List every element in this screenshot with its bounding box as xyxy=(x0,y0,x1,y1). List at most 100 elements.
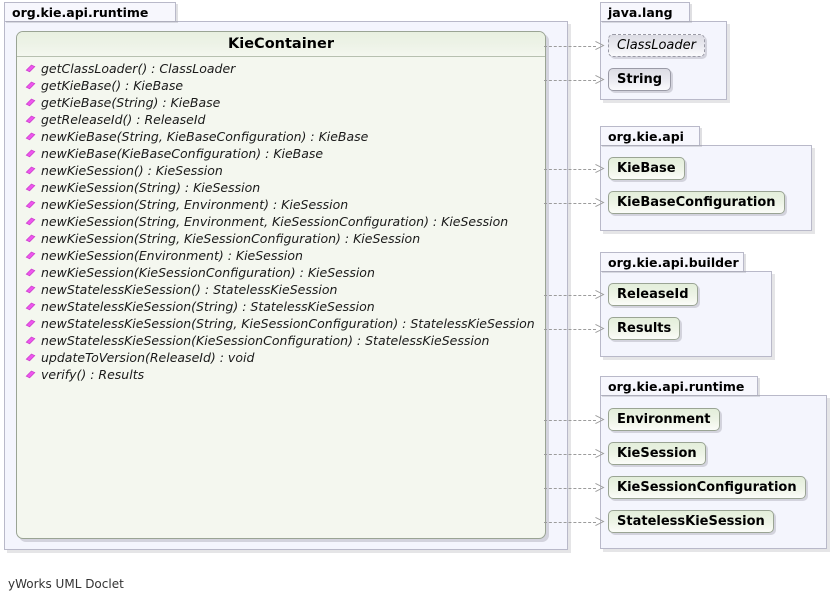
package-tab-org-kie-api-builder[interactable]: org.kie.api.builder xyxy=(600,252,744,271)
method-icon xyxy=(25,115,36,124)
class-member[interactable]: newKieSession() : KieSession xyxy=(17,162,545,179)
method-icon xyxy=(25,81,36,90)
class-member[interactable]: getKieBase() : KieBase xyxy=(17,77,545,94)
class-member[interactable]: newKieSession(String) : KieSession xyxy=(17,179,545,196)
class-member[interactable]: newKieSession(Environment) : KieSession xyxy=(17,247,545,264)
dependency-edge xyxy=(544,454,596,455)
dependency-arrowhead xyxy=(595,41,605,50)
class-member[interactable]: newStatelessKieSession(KieSessionConfigu… xyxy=(17,332,545,349)
member-signature: getClassLoader() : ClassLoader xyxy=(41,61,236,76)
class-member[interactable]: newKieBase(KieBaseConfiguration) : KieBa… xyxy=(17,145,545,162)
member-list: getClassLoader() : ClassLoader getKieBase… xyxy=(17,57,545,383)
class-kiesessionconfiguration[interactable]: KieSessionConfiguration xyxy=(608,476,806,499)
method-icon xyxy=(25,285,36,294)
method-icon xyxy=(25,234,36,243)
member-signature: newKieSession(KieSessionConfiguration) :… xyxy=(41,265,375,280)
dependency-arrowhead xyxy=(595,517,605,526)
method-icon xyxy=(25,319,36,328)
method-icon xyxy=(25,217,36,226)
method-icon xyxy=(25,149,36,158)
member-signature: newKieSession(Environment) : KieSession xyxy=(41,248,303,263)
class-member[interactable]: getClassLoader() : ClassLoader xyxy=(17,60,545,77)
dependency-edge xyxy=(544,80,596,81)
method-icon xyxy=(25,64,36,73)
class-kiecontainer[interactable]: KieContainer getClassLoader() : ClassLoa… xyxy=(16,31,546,539)
class-member[interactable]: verify() : Results xyxy=(17,366,545,383)
class-kiesession[interactable]: KieSession xyxy=(608,442,706,465)
member-signature: newKieSession(String, Environment, KieSe… xyxy=(41,214,509,229)
member-signature: newKieSession() : KieSession xyxy=(41,163,223,178)
class-member[interactable]: newStatelessKieSession() : StatelessKieS… xyxy=(17,281,545,298)
package-org-kie-api-runtime: org.kie.api.runtime Environment KieSessi… xyxy=(600,376,830,549)
member-signature: newStatelessKieSession() : StatelessKieS… xyxy=(41,282,338,297)
dependency-arrowhead xyxy=(595,324,605,333)
package-org-kie-api-builder: org.kie.api.builder ReleaseId Results xyxy=(600,252,775,357)
dependency-edge xyxy=(544,46,596,47)
class-member[interactable]: newKieSession(String, KieSessionConfigur… xyxy=(17,230,545,247)
class-member[interactable]: newKieSession(String, Environment) : Kie… xyxy=(17,196,545,213)
dependency-edge xyxy=(544,420,596,421)
method-icon xyxy=(25,132,36,141)
class-string[interactable]: String xyxy=(608,68,672,91)
member-signature: getKieBase(String) : KieBase xyxy=(41,95,221,110)
method-icon xyxy=(25,166,36,175)
dependency-edge xyxy=(544,522,596,523)
class-member[interactable]: newKieBase(String, KieBaseConfiguration)… xyxy=(17,128,545,145)
method-icon xyxy=(25,200,36,209)
class-statelesskiesession[interactable]: StatelessKieSession xyxy=(608,510,774,533)
package-tab-org-kie-api-runtime[interactable]: org.kie.api.runtime xyxy=(600,376,758,395)
method-icon xyxy=(25,302,36,311)
member-signature: newStatelessKieSession(String) : Statele… xyxy=(41,299,375,314)
member-signature: newKieSession(String, Environment) : Kie… xyxy=(41,197,349,212)
method-icon xyxy=(25,251,36,260)
member-signature: newKieSession(String) : KieSession xyxy=(41,180,261,195)
dependency-edge xyxy=(544,169,596,170)
dependency-arrowhead xyxy=(595,75,605,84)
dependency-arrowhead xyxy=(595,483,605,492)
dependency-arrowhead xyxy=(595,164,605,173)
member-signature: newKieBase(KieBaseConfiguration) : KieBa… xyxy=(41,146,324,161)
class-member[interactable]: getReleaseId() : ReleaseId xyxy=(17,111,545,128)
class-classloader[interactable]: ClassLoader xyxy=(608,34,705,57)
member-signature: newKieSession(String, KieSessionConfigur… xyxy=(41,231,421,246)
dependency-edge xyxy=(544,488,596,489)
dependency-edge xyxy=(544,203,596,204)
package-org-kie-api: org.kie.api KieBase KieBaseConfiguration xyxy=(600,126,815,231)
member-signature: newKieBase(String, KieBaseConfiguration)… xyxy=(41,129,369,144)
member-signature: newStatelessKieSession(KieSessionConfigu… xyxy=(41,333,490,348)
dependency-arrowhead xyxy=(595,415,605,424)
method-icon xyxy=(25,268,36,277)
method-icon xyxy=(25,183,36,192)
dependency-edge xyxy=(544,329,596,330)
package-main: org.kie.api.runtime KieContainer getClas… xyxy=(4,2,568,550)
class-results[interactable]: Results xyxy=(608,317,681,340)
member-signature: newStatelessKieSession(String, KieSessio… xyxy=(41,316,535,331)
member-signature: getKieBase() : KieBase xyxy=(41,78,184,93)
dependency-arrowhead xyxy=(595,290,605,299)
package-tab-java-lang[interactable]: java.lang xyxy=(600,2,690,21)
class-environment[interactable]: Environment xyxy=(608,408,720,431)
dependency-arrowhead xyxy=(595,198,605,207)
package-tab-main[interactable]: org.kie.api.runtime xyxy=(4,2,176,21)
class-kiebase[interactable]: KieBase xyxy=(608,157,685,180)
footer-caption: yWorks UML Doclet xyxy=(8,577,124,591)
member-signature: getReleaseId() : ReleaseId xyxy=(41,112,206,127)
method-icon xyxy=(25,370,36,379)
dependency-arrowhead xyxy=(595,449,605,458)
method-icon xyxy=(25,98,36,107)
method-icon xyxy=(25,336,36,345)
class-member[interactable]: newKieSession(KieSessionConfiguration) :… xyxy=(17,264,545,281)
class-member[interactable]: newKieSession(String, Environment, KieSe… xyxy=(17,213,545,230)
class-releaseid[interactable]: ReleaseId xyxy=(608,283,698,306)
class-member[interactable]: newStatelessKieSession(String) : Statele… xyxy=(17,298,545,315)
class-member[interactable]: newStatelessKieSession(String, KieSessio… xyxy=(17,315,545,332)
method-icon xyxy=(25,353,36,362)
dependency-edge xyxy=(544,295,596,296)
class-member[interactable]: getKieBase(String) : KieBase xyxy=(17,94,545,111)
class-member[interactable]: updateToVersion(ReleaseId) : void xyxy=(17,349,545,366)
member-signature: updateToVersion(ReleaseId) : void xyxy=(41,350,255,365)
package-java-lang: java.lang ClassLoader String xyxy=(600,2,730,100)
class-kiebaseconfiguration[interactable]: KieBaseConfiguration xyxy=(608,191,785,214)
member-signature: verify() : Results xyxy=(41,367,145,382)
package-tab-org-kie-api[interactable]: org.kie.api xyxy=(600,126,700,145)
